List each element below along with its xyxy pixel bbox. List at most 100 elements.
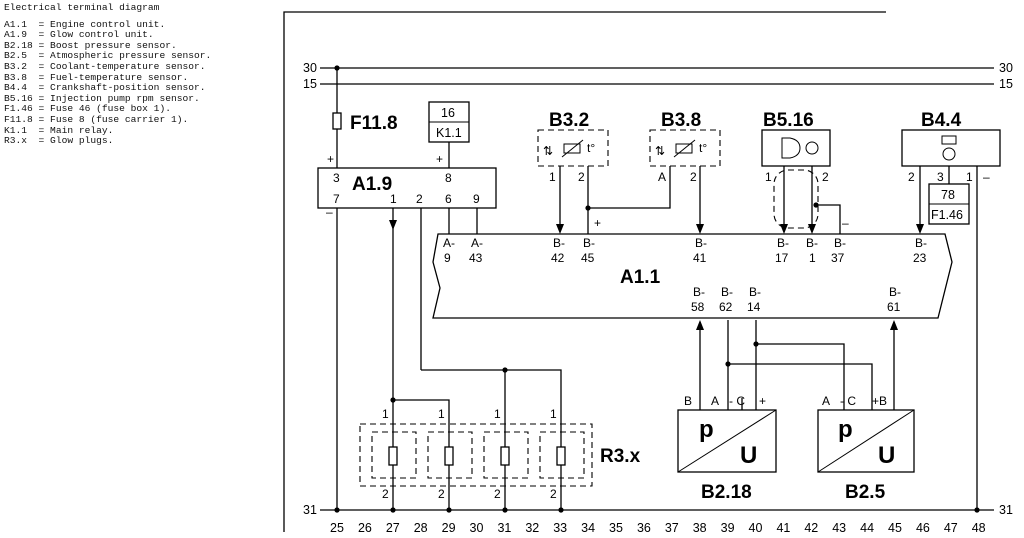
rail-30-label-left: 30 [303, 61, 317, 75]
diagram-frame [283, 11, 886, 532]
rail-30-label-right: 30 [999, 61, 1013, 75]
legend-item: B4.4 = Crankshaft-position sensor. [4, 82, 206, 94]
rail-31-label-left: 31 [303, 503, 317, 517]
glow-control-unit-a19 [317, 167, 497, 209]
sensor-b38 [649, 129, 721, 167]
glow-plug-frame [371, 431, 417, 479]
sign-minus: – [326, 205, 333, 219]
arrow-icon [696, 320, 704, 330]
inductive-sensor-symbol [781, 137, 801, 159]
glow-plug-element [556, 446, 566, 466]
rail-15-label-right: 15 [999, 77, 1013, 91]
terminal-number: 29 [442, 521, 456, 535]
legend-item: B5.16 = Injection pump rpm sensor. [4, 92, 200, 104]
bus-terminal-number: 14 [747, 300, 761, 314]
arrow-icon [389, 220, 397, 230]
a19-pin: 3 [333, 171, 340, 185]
bus-terminal-prefix: B- [749, 285, 761, 299]
bus-terminal-number: 37 [831, 251, 845, 265]
glow-plug-pin: 2 [382, 487, 389, 501]
terminal-number: 34 [581, 521, 595, 535]
bus-terminal-prefix: B- [806, 236, 818, 250]
arrow-icon [556, 224, 564, 234]
glow-plug-frame [483, 431, 529, 479]
glow-plug-pin: 1 [382, 407, 389, 421]
sensor-b32 [537, 129, 609, 167]
sign-plus: + [327, 152, 334, 166]
r3x-label: R3.x [600, 446, 641, 467]
glow-plug-element [388, 446, 398, 466]
a11-label: A1.1 [620, 267, 661, 288]
glow-plug-frame [427, 431, 473, 479]
bus-terminal-number: 43 [469, 251, 483, 265]
glow-plug [427, 420, 473, 510]
f146-terminal: 78 [941, 188, 955, 202]
b25-pin: +B [872, 394, 887, 408]
terminal-number: 44 [860, 521, 874, 535]
a19-pin: 6 [445, 192, 452, 206]
legend-item: A1.1 = Engine control unit. [4, 18, 166, 30]
b32-pin: 1 [549, 170, 556, 184]
a19-pin: 8 [445, 171, 452, 185]
sensor-b516 [761, 129, 831, 167]
glow-plug-pin: 2 [550, 487, 557, 501]
sensor-wheel-symbol [942, 147, 956, 161]
b38-temp-symbol: t° [699, 141, 707, 155]
glow-plug-pin: 2 [438, 487, 445, 501]
sign-plus: + [594, 216, 601, 230]
junction-dot [974, 507, 980, 513]
b218-pin: + [759, 394, 766, 408]
legend-panel: Electrical terminal diagram A1.1 = Engin… [4, 2, 274, 147]
arrow-icon [780, 224, 788, 234]
glow-plug-element [444, 446, 454, 466]
bus-terminal-number: 58 [691, 300, 705, 314]
legend-item: R3.x = Glow plugs. [4, 135, 114, 147]
a11-bottom-terminals: B- 58 B- 62 B- 14 B- 61 [691, 285, 901, 314]
b516-pin: 2 [822, 170, 829, 184]
pressure-sensor-diagonal [817, 409, 915, 473]
junction-dot [446, 507, 452, 513]
bus-terminal-number: 1 [809, 251, 816, 265]
k11-label: K1.1 [436, 126, 462, 140]
b44-pin: 1 [966, 170, 973, 184]
bus-terminal-prefix: B- [693, 285, 705, 299]
a19-pin: 2 [416, 192, 423, 206]
glow-plug-pin: 1 [550, 407, 557, 421]
terminal-number: 25 [330, 521, 344, 535]
bus-terminal-prefix: B- [915, 236, 927, 250]
sign-minus: – [842, 216, 849, 230]
terminal-number: 45 [888, 521, 902, 535]
thermistor-symbol [673, 139, 696, 158]
b44-pin: 2 [908, 170, 915, 184]
terminal-number: 30 [470, 521, 484, 535]
glow-plug [539, 420, 585, 510]
bus-terminal-prefix: B- [695, 236, 707, 250]
b25-pin: - C [840, 394, 856, 408]
sign-minus: – [983, 170, 990, 184]
bus-terminal-prefix: B- [553, 236, 565, 250]
wire-b25-a [728, 363, 873, 410]
b516-pin: 1 [765, 170, 772, 184]
sign-plus: + [436, 152, 443, 166]
wire-glow-bus [421, 369, 562, 420]
thermistor-symbol [563, 143, 581, 154]
terminal-number: 41 [776, 521, 790, 535]
fuse-f118-label: F11.8 [350, 113, 398, 134]
legend-item: F11.8 = Fuse 8 (fuse carrier 1). [4, 113, 189, 125]
bus-terminal-prefix: B- [583, 236, 595, 250]
terminal-number: 48 [972, 521, 986, 535]
a19-pin: 1 [390, 192, 397, 206]
legend-item: B2.5 = Atmospheric pressure sensor. [4, 50, 212, 62]
glow-plug [483, 420, 529, 510]
b218-pin: B [684, 394, 692, 408]
junction-dot [502, 507, 508, 513]
wire-b32-b38 [588, 166, 671, 209]
legend-item: B2.18 = Boost pressure sensor. [4, 39, 177, 51]
terminal-number: 47 [944, 521, 958, 535]
legend-item: F1.46 = Fuse 46 (fuse box 1). [4, 103, 171, 115]
bus-terminal-number: 9 [444, 251, 451, 265]
b516-label: B5.16 [763, 110, 814, 131]
b25-pin: A [822, 394, 830, 408]
b32-temp-symbol: t° [587, 141, 595, 155]
glow-plugs-r3x [359, 423, 593, 487]
